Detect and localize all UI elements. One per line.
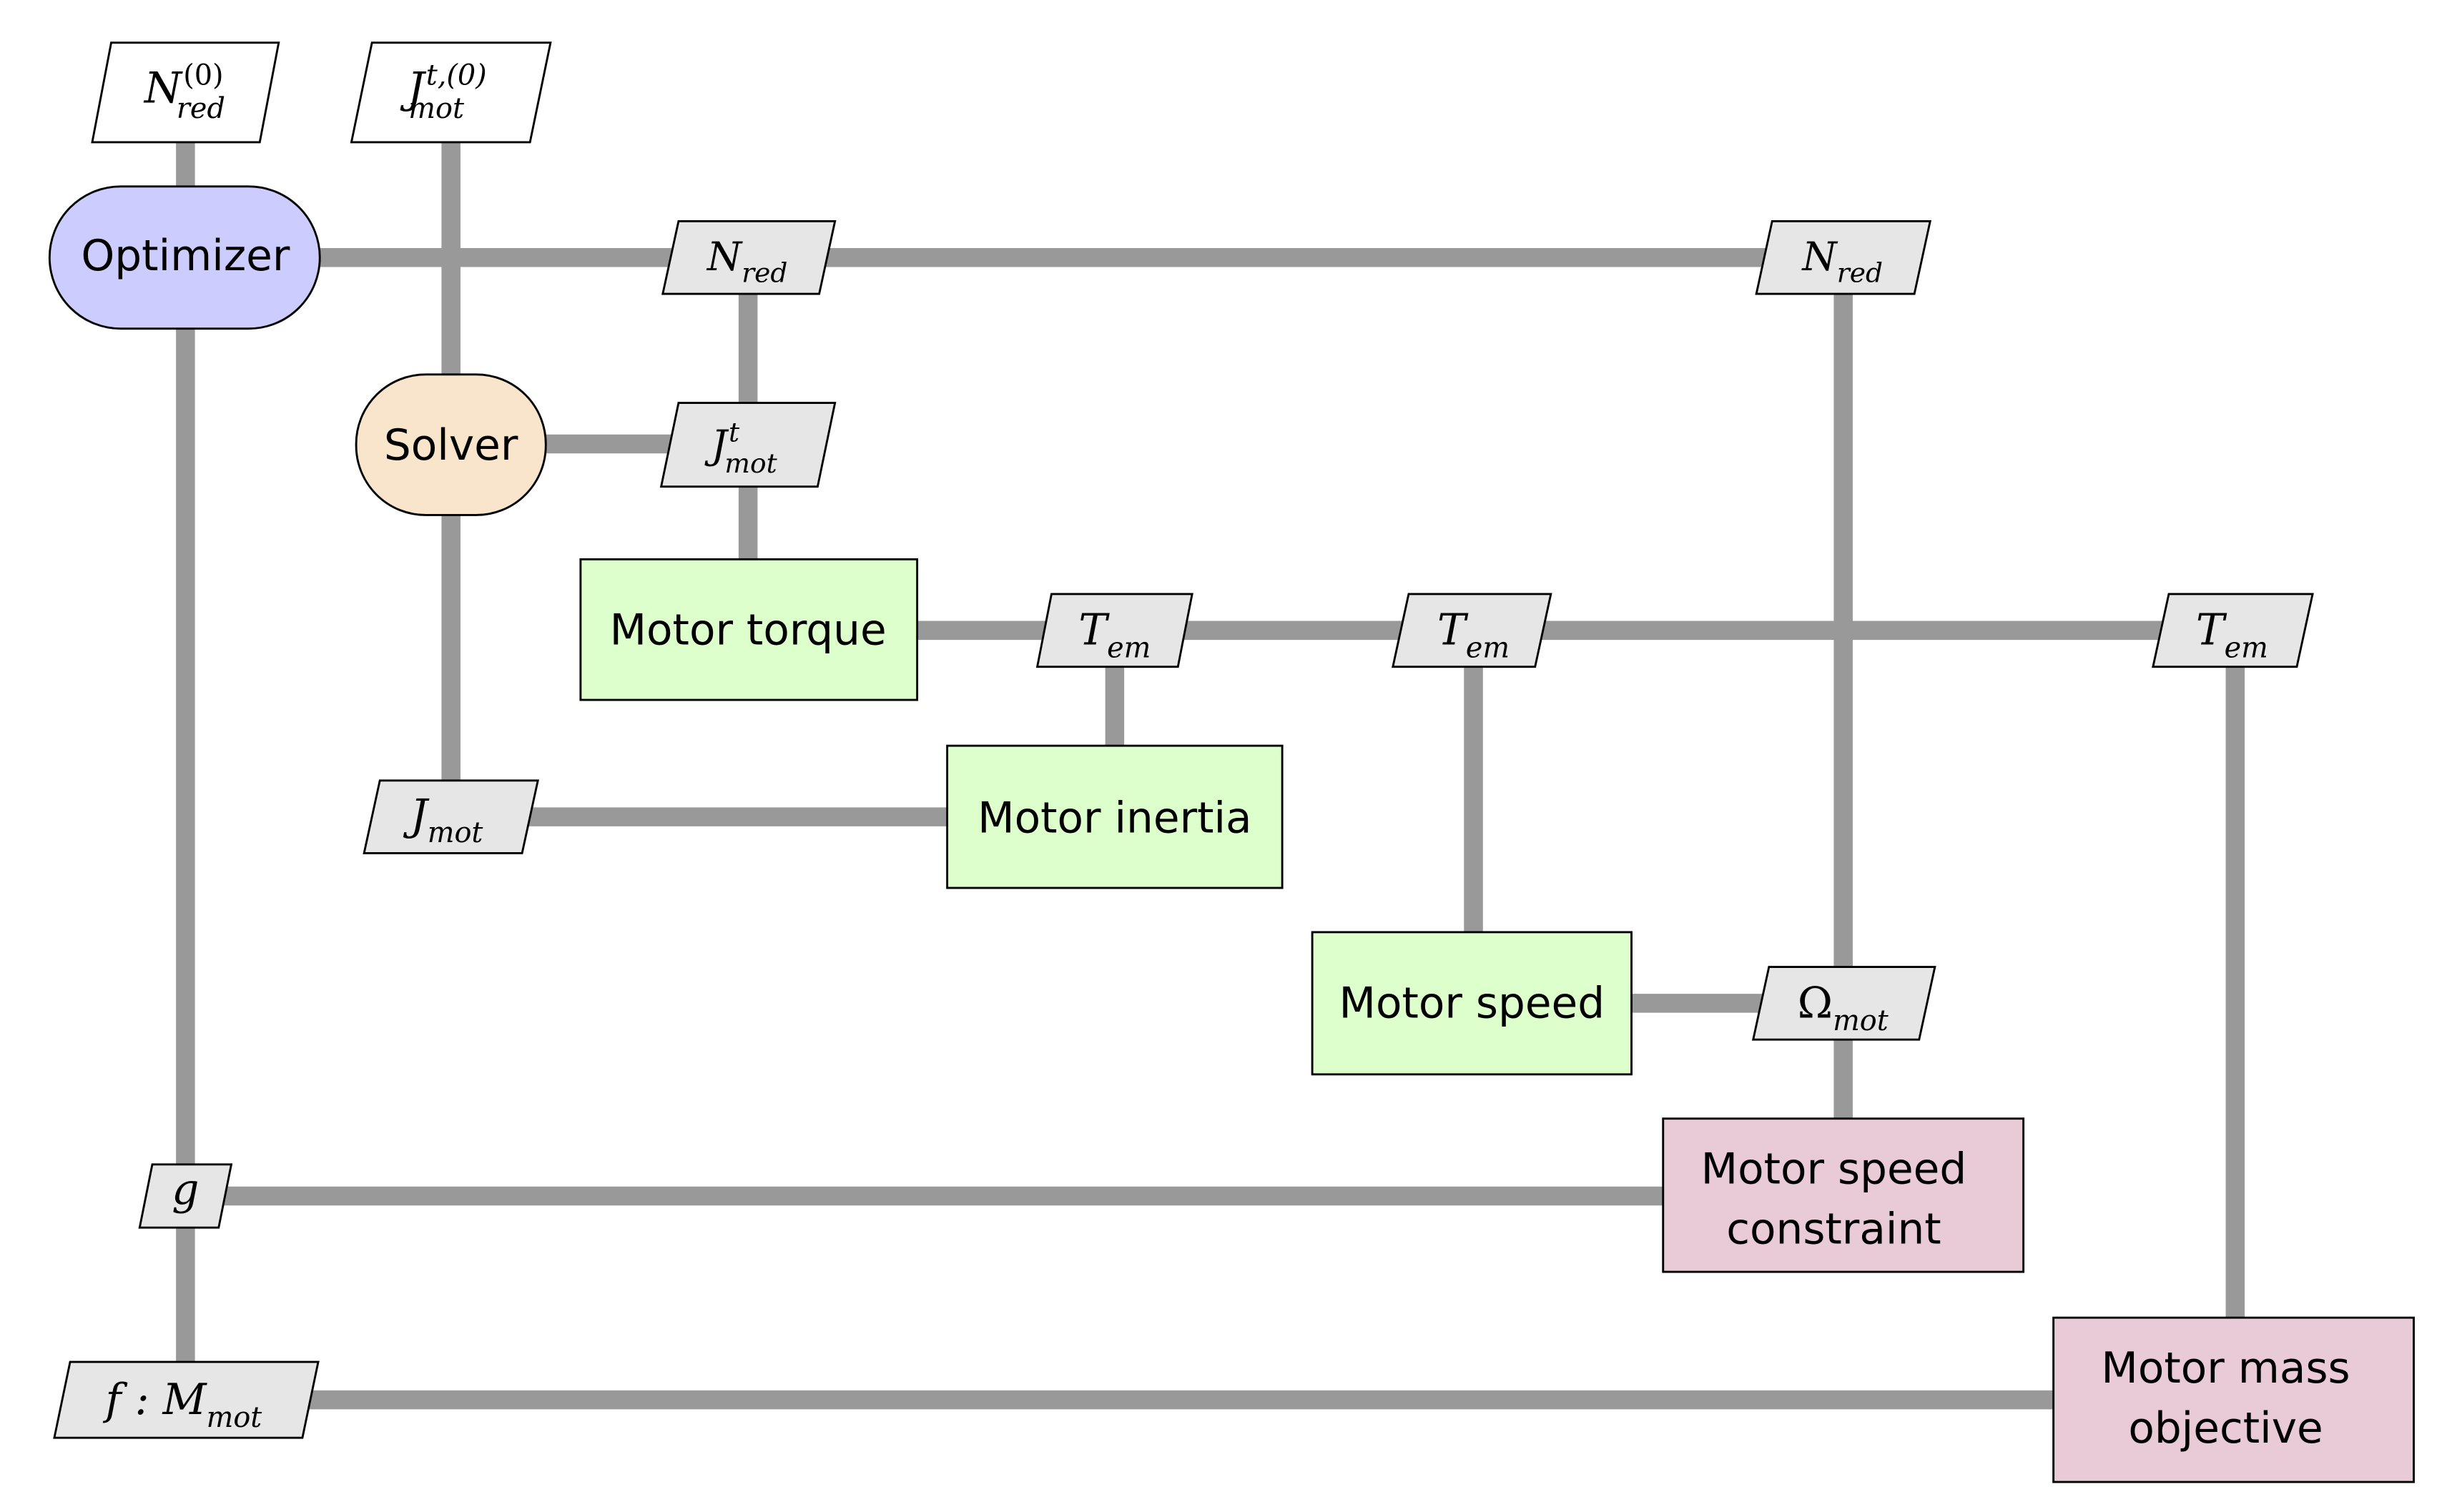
optimizer-block[interactable]: Optimizer: [48, 185, 321, 330]
var-tem-1: Tem: [1035, 593, 1193, 668]
motor-speed-block[interactable]: Motor speed: [1311, 931, 1633, 1076]
var-omega-mot-label: Ωmot: [1798, 979, 1889, 1037]
var-tem-3-label: Tem: [2196, 606, 2268, 665]
motor-inertia-block[interactable]: Motor inertia: [946, 744, 1284, 889]
input-nred-initial-label: N(0)red: [143, 59, 225, 126]
solver-label: Solver: [384, 421, 518, 470]
input-nred-initial-label-text: N(0)red: [143, 59, 225, 126]
var-g-label: g: [172, 1165, 199, 1215]
motor-speed-constraint-line1: Motor speed: [1701, 1145, 1967, 1194]
motor-speed-constraint-block[interactable]: Motor speed constraint: [1662, 1117, 2025, 1273]
var-tem-2: Tem: [1392, 593, 1552, 668]
solver-block[interactable]: Solver: [355, 373, 547, 516]
var-tem-2-label: Tem: [1437, 606, 1510, 665]
var-tem-1-label: Tem: [1078, 606, 1151, 665]
var-nred-1-label: Nred: [706, 234, 788, 289]
var-nred-1: Nred: [661, 219, 837, 295]
var-omega-mot-label-text: Ωmot: [1798, 979, 1889, 1037]
var-jmot: Jmot: [363, 779, 539, 854]
var-omega-mot: Ωmot: [1751, 966, 1936, 1041]
var-f-mmot-label-text: f : Mmot: [102, 1375, 262, 1434]
var-nred-1-label-text: Nred: [706, 234, 788, 289]
motor-mass-objective-block[interactable]: Motor mass objective: [2052, 1316, 2415, 1483]
motor-torque-label: Motor torque: [610, 606, 887, 656]
var-tem-1-label-text: Tem: [1078, 606, 1151, 665]
motor-torque-block[interactable]: Motor torque: [579, 558, 919, 701]
var-tem-3-label-text: Tem: [2196, 606, 2268, 665]
var-nred-2-label-text: Nred: [1801, 234, 1883, 289]
var-g-label-text: g: [172, 1165, 199, 1215]
motor-speed-label: Motor speed: [1339, 979, 1605, 1028]
var-nred-2-label: Nred: [1801, 234, 1883, 289]
var-tem-2-label-text: Tem: [1437, 606, 1510, 665]
var-g: g: [138, 1163, 233, 1229]
motor-mass-objective-line2: objective: [2128, 1404, 2323, 1453]
motor-mass-objective-line1: Motor mass: [2101, 1344, 2350, 1393]
connection-lines: [176, 139, 2245, 1410]
input-nred-initial: N(0)red: [91, 41, 280, 144]
var-f-mmot-label: f : Mmot: [102, 1375, 262, 1434]
optimizer-label: Optimizer: [81, 232, 290, 281]
var-nred-2: Nred: [1755, 219, 1932, 295]
var-f-mmot: f : Mmot: [53, 1360, 320, 1439]
var-tem-3: Tem: [2152, 593, 2314, 668]
motor-speed-constraint-line2: constraint: [1726, 1205, 1941, 1254]
motor-inertia-label: Motor inertia: [978, 794, 1251, 844]
